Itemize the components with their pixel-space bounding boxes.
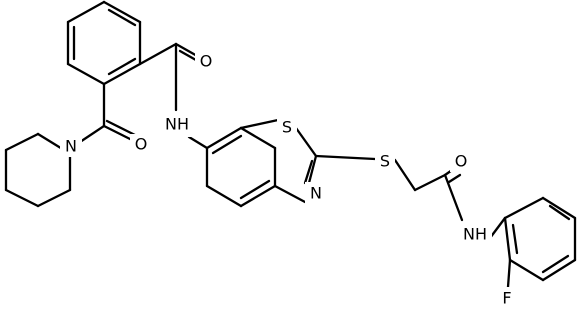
bond-32	[239, 118, 280, 130]
bond-30	[211, 134, 243, 155]
atom-n-piperidine: N	[65, 137, 77, 156]
bond-0	[102, 0, 142, 24]
bond-6	[107, 8, 137, 27]
bond-35	[303, 159, 314, 185]
bond-25	[239, 126, 277, 150]
bond-34	[307, 154, 318, 185]
bond-23	[187, 135, 209, 150]
bond-7	[107, 57, 137, 76]
bond-44	[503, 196, 545, 220]
bond-43	[488, 216, 507, 240]
bond-lines	[4, 0, 577, 289]
atom-nh-amide: NH	[165, 115, 189, 134]
bond-53	[506, 258, 512, 289]
bond-2	[102, 62, 142, 86]
bond-51	[541, 254, 570, 274]
bond-50	[548, 204, 571, 221]
bond-41	[447, 173, 462, 184]
bond-33	[294, 126, 318, 158]
bond-27	[239, 184, 277, 208]
bond-14	[102, 124, 134, 142]
bond-15	[105, 119, 137, 137]
bond-49	[503, 216, 512, 262]
atom-nh-anilide: NH	[463, 225, 487, 244]
bond-52	[511, 223, 519, 255]
bond-18	[4, 132, 40, 152]
bond-45	[541, 196, 577, 220]
bond-42	[443, 173, 464, 222]
bond-24	[205, 126, 243, 150]
bond-47	[541, 258, 577, 282]
bond-28	[205, 184, 243, 208]
atom-n-thiazole: N	[310, 184, 322, 203]
bond-9	[138, 42, 178, 66]
bond-37	[314, 154, 377, 161]
bond-38	[393, 158, 417, 192]
bond-5	[66, 0, 106, 24]
bond-48	[508, 258, 545, 282]
atom-o-ketone: O	[135, 135, 148, 154]
atom-o-amide: O	[200, 52, 213, 71]
bond-39	[413, 173, 447, 192]
bond-16	[78, 124, 106, 144]
atom-f: F	[502, 289, 511, 308]
atom-s-thioether: S	[380, 152, 390, 171]
bond-17	[36, 132, 66, 152]
bond-31	[239, 179, 271, 200]
bond-21	[36, 188, 72, 208]
atom-o-acetamide: O	[455, 152, 468, 171]
bond-3	[66, 62, 106, 86]
atom-labels: O NH O N S N S O NH F	[60, 50, 517, 309]
bond-20	[4, 188, 40, 208]
bond-36	[273, 184, 307, 204]
atom-s-thiazole: S	[282, 118, 292, 137]
